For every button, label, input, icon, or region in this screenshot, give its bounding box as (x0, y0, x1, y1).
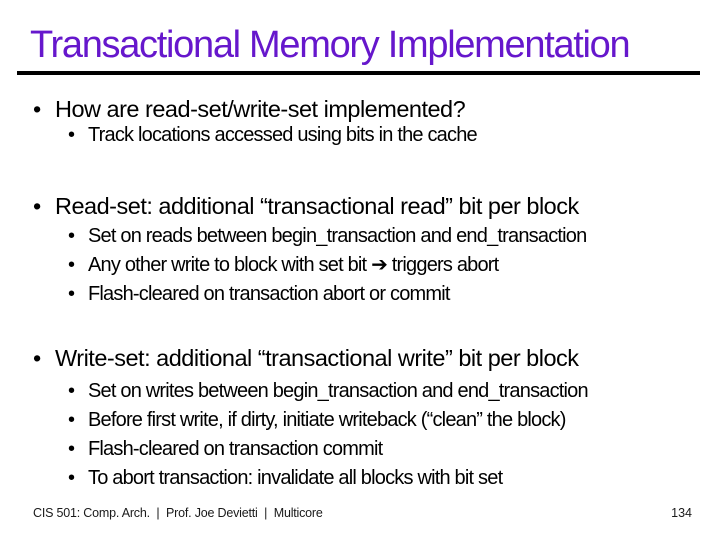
bullet-icon: • (33, 345, 41, 371)
bullet-text: To abort transaction: invalidate all blo… (88, 467, 503, 489)
bullet-icon: • (33, 193, 41, 219)
bullet-text: Before first write, if dirty, initiate w… (88, 409, 566, 431)
bullet-item-l1: • Write-set: additional “transactional wr… (33, 345, 579, 372)
bullet-text: Set on reads between begin_transaction a… (88, 225, 587, 247)
footer-page-number: 134 (671, 506, 692, 520)
bullet-item-l2: • Set on writes between begin_transaction… (68, 380, 589, 403)
bullet-icon: • (68, 283, 75, 305)
bullet-item-l2: • Any other write to block with set bit ➔… (68, 254, 499, 277)
bullet-item-l2: • Before first write, if dirty, initiate … (68, 409, 566, 432)
bullet-text: Write-set: additional “transactional wri… (55, 345, 579, 371)
bullet-text: Read-set: additional “transactional read… (55, 193, 579, 219)
bullet-icon: • (68, 225, 75, 247)
bullet-item-l2: • Track locations accessed using bits in … (68, 124, 478, 147)
bullet-icon: • (68, 467, 75, 489)
bullet-text: Any other write to block with set bit ➔ … (88, 254, 499, 276)
title-underline (17, 71, 700, 75)
bullet-item-l2: • Flash-cleared on transaction abort or c… (68, 283, 450, 306)
bullet-item-l1: • Read-set: additional “transactional rea… (33, 193, 579, 220)
bullet-item-l2: • Set on reads between begin_transaction … (68, 225, 587, 248)
slide-title: Transactional Memory Implementation (30, 24, 631, 66)
bullet-item-l1: • How are read-set/write-set implemented? (33, 96, 466, 123)
bullet-text: Track locations accessed using bits in t… (88, 124, 478, 146)
bullet-text: Flash-cleared on transaction commit (88, 438, 383, 460)
footer-course-info: CIS 501: Comp. Arch. | Prof. Joe Deviett… (33, 506, 323, 520)
bullet-icon: • (68, 254, 75, 276)
bullet-text: Set on writes between begin_transaction … (88, 380, 589, 402)
bullet-icon: • (68, 124, 75, 146)
bullet-item-l2: • Flash-cleared on transaction commit (68, 438, 383, 461)
bullet-text: How are read-set/write-set implemented? (55, 96, 466, 122)
bullet-text: Flash-cleared on transaction abort or co… (88, 283, 450, 305)
bullet-icon: • (33, 96, 41, 122)
bullet-icon: • (68, 438, 75, 460)
bullet-icon: • (68, 409, 75, 431)
bullet-icon: • (68, 380, 75, 402)
bullet-item-l2: • To abort transaction: invalidate all bl… (68, 467, 503, 490)
